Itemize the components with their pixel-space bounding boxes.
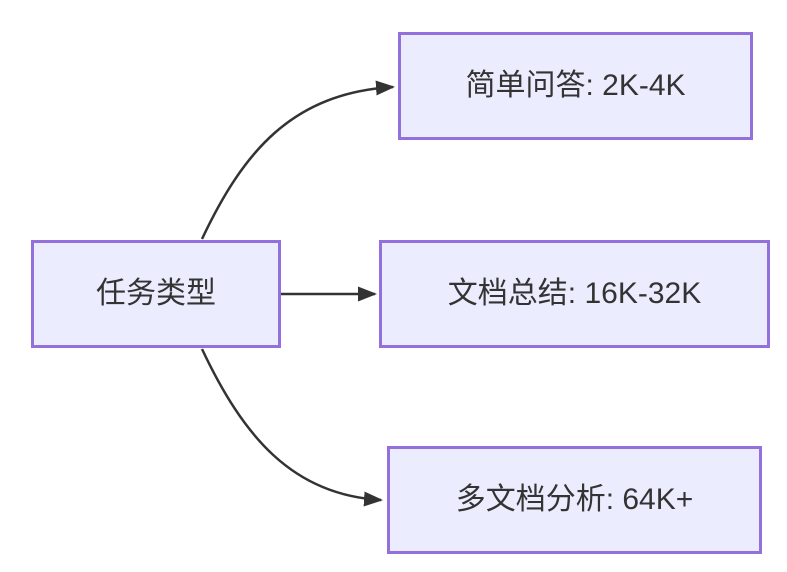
node-simple-qa: 简单问答: 2K-4K: [398, 32, 753, 140]
node-task-type: 任务类型: [31, 240, 281, 348]
node-simple-qa-label: 简单问答: 2K-4K: [465, 69, 686, 102]
edge-task-type-to-multi-doc: [200, 348, 383, 507]
node-doc-summary: 文档总结: 16K-32K: [379, 240, 770, 348]
node-multi-doc-label: 多文档分析: 64K+: [455, 483, 694, 516]
edge-task-type-to-simple-qa: [200, 80, 395, 240]
node-doc-summary-label: 文档总结: 16K-32K: [447, 277, 702, 310]
node-multi-doc: 多文档分析: 64K+: [387, 446, 762, 554]
node-task-type-label: 任务类型: [96, 277, 216, 310]
